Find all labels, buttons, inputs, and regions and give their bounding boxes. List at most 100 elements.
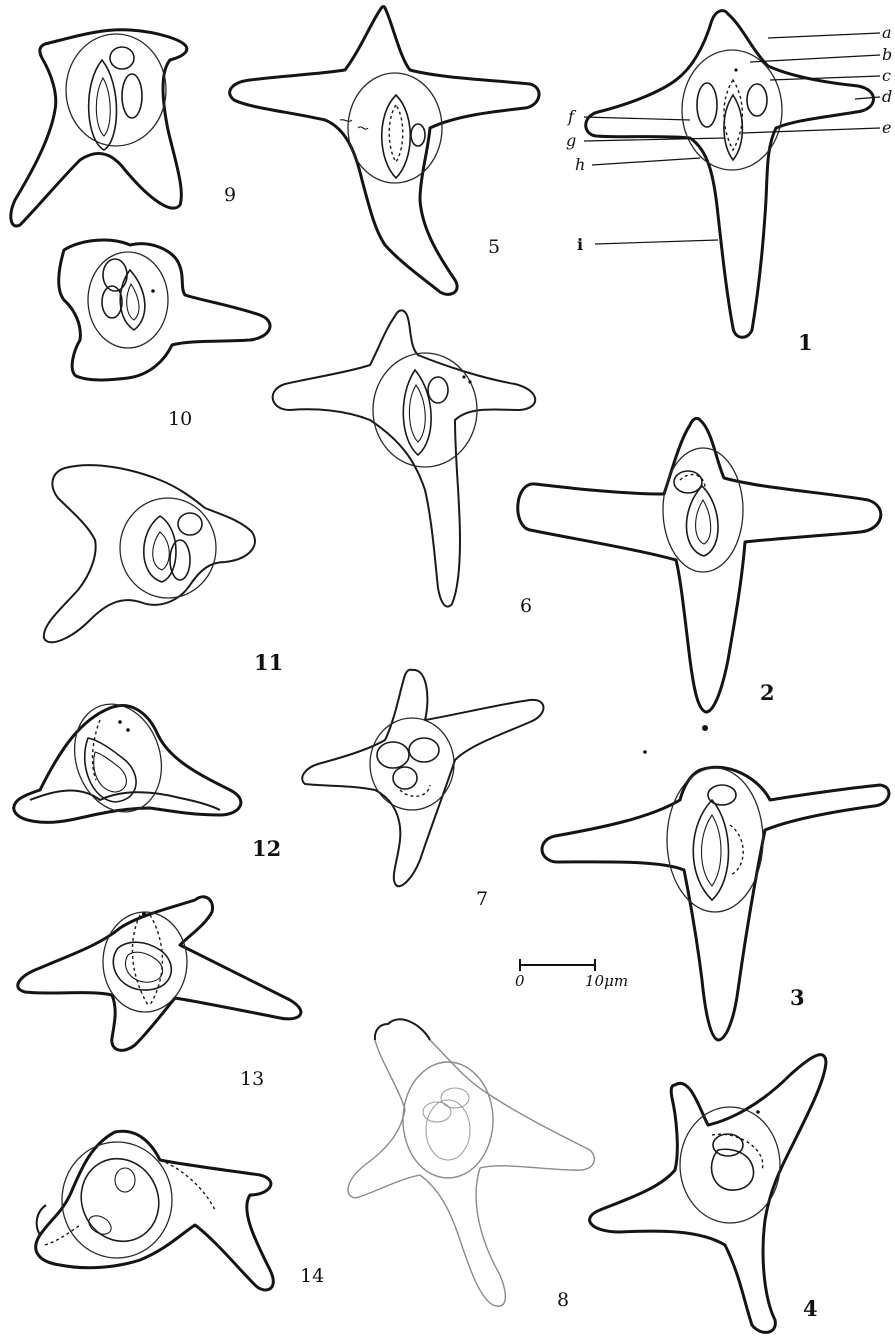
fig2-sporoplasm-outer (686, 486, 718, 556)
figure-number-5: 5 (488, 236, 500, 258)
figure-number-10: 10 (168, 408, 192, 430)
scale-bar: 0 10μm (515, 959, 628, 990)
fig4-dot (756, 1110, 760, 1114)
fig3-dot-a (702, 725, 708, 731)
fig13-valve-outline (18, 897, 301, 1051)
figure-number-14: 14 (300, 1265, 324, 1287)
label-g: g (566, 131, 576, 150)
fig4-spore-capsule (680, 1107, 780, 1223)
fig1-polar-filament (724, 80, 742, 150)
fig3-polar-capsule (708, 785, 736, 805)
fig2-polar-capsule-a (674, 471, 702, 493)
fig2-sporoplasm-inner (696, 500, 711, 544)
label-b: b (882, 45, 892, 64)
fig14-polar-capsule-b (86, 1212, 115, 1238)
fig3-polar-filament (730, 825, 743, 875)
fig6-sporoplasm-inner (409, 385, 425, 442)
fig7-polar-capsule-left (377, 742, 409, 768)
fig10-sporoplasm-outer (120, 270, 145, 330)
fig8-polar-capsule-b (441, 1088, 469, 1108)
fig12-dot-b (126, 728, 130, 732)
figure-4-specimen (590, 1055, 826, 1333)
fig9-polar-capsule-top (110, 47, 134, 69)
fig5-sporoplasm-outer (382, 95, 411, 178)
fig14-polar-capsule-a (115, 1168, 135, 1192)
fig10-valve-outline (59, 240, 270, 380)
label-a: a (882, 23, 892, 42)
figure-number-3: 3 (790, 985, 805, 1010)
fig11-sporoplasm-inner (153, 532, 170, 570)
fig8-spore-capsule (403, 1062, 493, 1178)
fig1-nucleus-dot (734, 68, 737, 71)
fig7-polar-capsule-right (409, 738, 439, 762)
fig9-sporoplasm-inner (96, 78, 110, 136)
label-i: i (577, 235, 583, 254)
fig13-polar-filament (132, 915, 148, 1005)
fig10-spore-capsule (88, 252, 168, 348)
scale-bar-end-label: 10μm (585, 972, 628, 990)
label-c: c (882, 66, 891, 85)
fig11-valve-outline (44, 465, 255, 642)
fig8-sporoplasm (426, 1100, 470, 1160)
fig1-valve-outline (586, 11, 874, 338)
fig9-sporoplasm-outer (89, 60, 117, 150)
figure-11-specimen (44, 465, 255, 642)
fig14-valve-outline (36, 1131, 274, 1290)
fig13-sporoplasm-inner (125, 952, 162, 982)
fig3-valve-outline (542, 767, 889, 1040)
figure-8-specimen (348, 1019, 594, 1306)
figure-9-specimen (11, 30, 187, 226)
fig7-polar-capsule-lower (393, 767, 417, 789)
figure-number-6: 6 (520, 595, 532, 617)
fig3-dot-b (643, 750, 647, 754)
figure-1-annotations: a b c d e f g h i (566, 23, 892, 254)
fig12-spore-capsule (61, 693, 175, 824)
fig5-polar-filament (389, 105, 403, 162)
fig8-valve-tip (375, 1019, 430, 1040)
figure-12-specimen (14, 693, 241, 824)
fig13-spore-capsule (103, 912, 187, 1012)
fig14-sporoplasm-outer (68, 1146, 172, 1254)
fig10-dot (151, 289, 155, 293)
fig6-valve-outline (273, 310, 536, 606)
fig11-spore-capsule (120, 498, 216, 598)
fig13-sporoplasm-outer (113, 942, 171, 990)
fig5-stray-marks (340, 120, 368, 130)
fig12-polar-filament (93, 720, 100, 780)
fig12-dot-a (118, 720, 122, 724)
fig3-sporoplasm-inner (702, 815, 722, 886)
fig1-polar-capsule-left (697, 83, 717, 127)
fig7-valve-outline (302, 670, 543, 887)
fig6-dot-b (468, 380, 471, 383)
fig7-polar-filament (400, 785, 430, 796)
fig6-sporoplasm-outer (403, 370, 431, 455)
fig11-polar-capsule-top (178, 513, 202, 535)
figure-number-8: 8 (557, 1289, 569, 1311)
scale-bar-start-label: 0 (515, 972, 525, 990)
figure-13-specimen (18, 897, 301, 1051)
figure-number-2: 2 (760, 680, 775, 705)
fig2-valve-outline (518, 418, 881, 712)
fig2-spore-capsule (663, 448, 743, 572)
fig1-polar-capsule-right (747, 84, 767, 116)
figure-number-4: 4 (803, 1296, 818, 1321)
figure-number-1: 1 (798, 330, 813, 355)
figure-6-specimen (273, 310, 536, 606)
fig6-dot-a (462, 375, 465, 378)
fig3-spore-capsule (667, 768, 763, 912)
fig13-dot (142, 912, 146, 916)
figure-1-specimen (586, 11, 874, 338)
figure-number-13: 13 (240, 1068, 264, 1090)
figure-7-specimen (302, 670, 543, 887)
figure-10-specimen (59, 240, 270, 380)
figure-2-specimen (518, 418, 881, 712)
figure-14-specimen (36, 1131, 274, 1290)
label-d: d (882, 87, 892, 106)
label-f: f (567, 107, 577, 126)
fig11-polar-capsule-bottom (170, 540, 190, 580)
fig4-valve-outline (590, 1055, 826, 1333)
label-e: e (882, 118, 891, 137)
fig10-sporoplasm-inner (127, 284, 139, 320)
figure-number-9: 9 (224, 184, 236, 206)
